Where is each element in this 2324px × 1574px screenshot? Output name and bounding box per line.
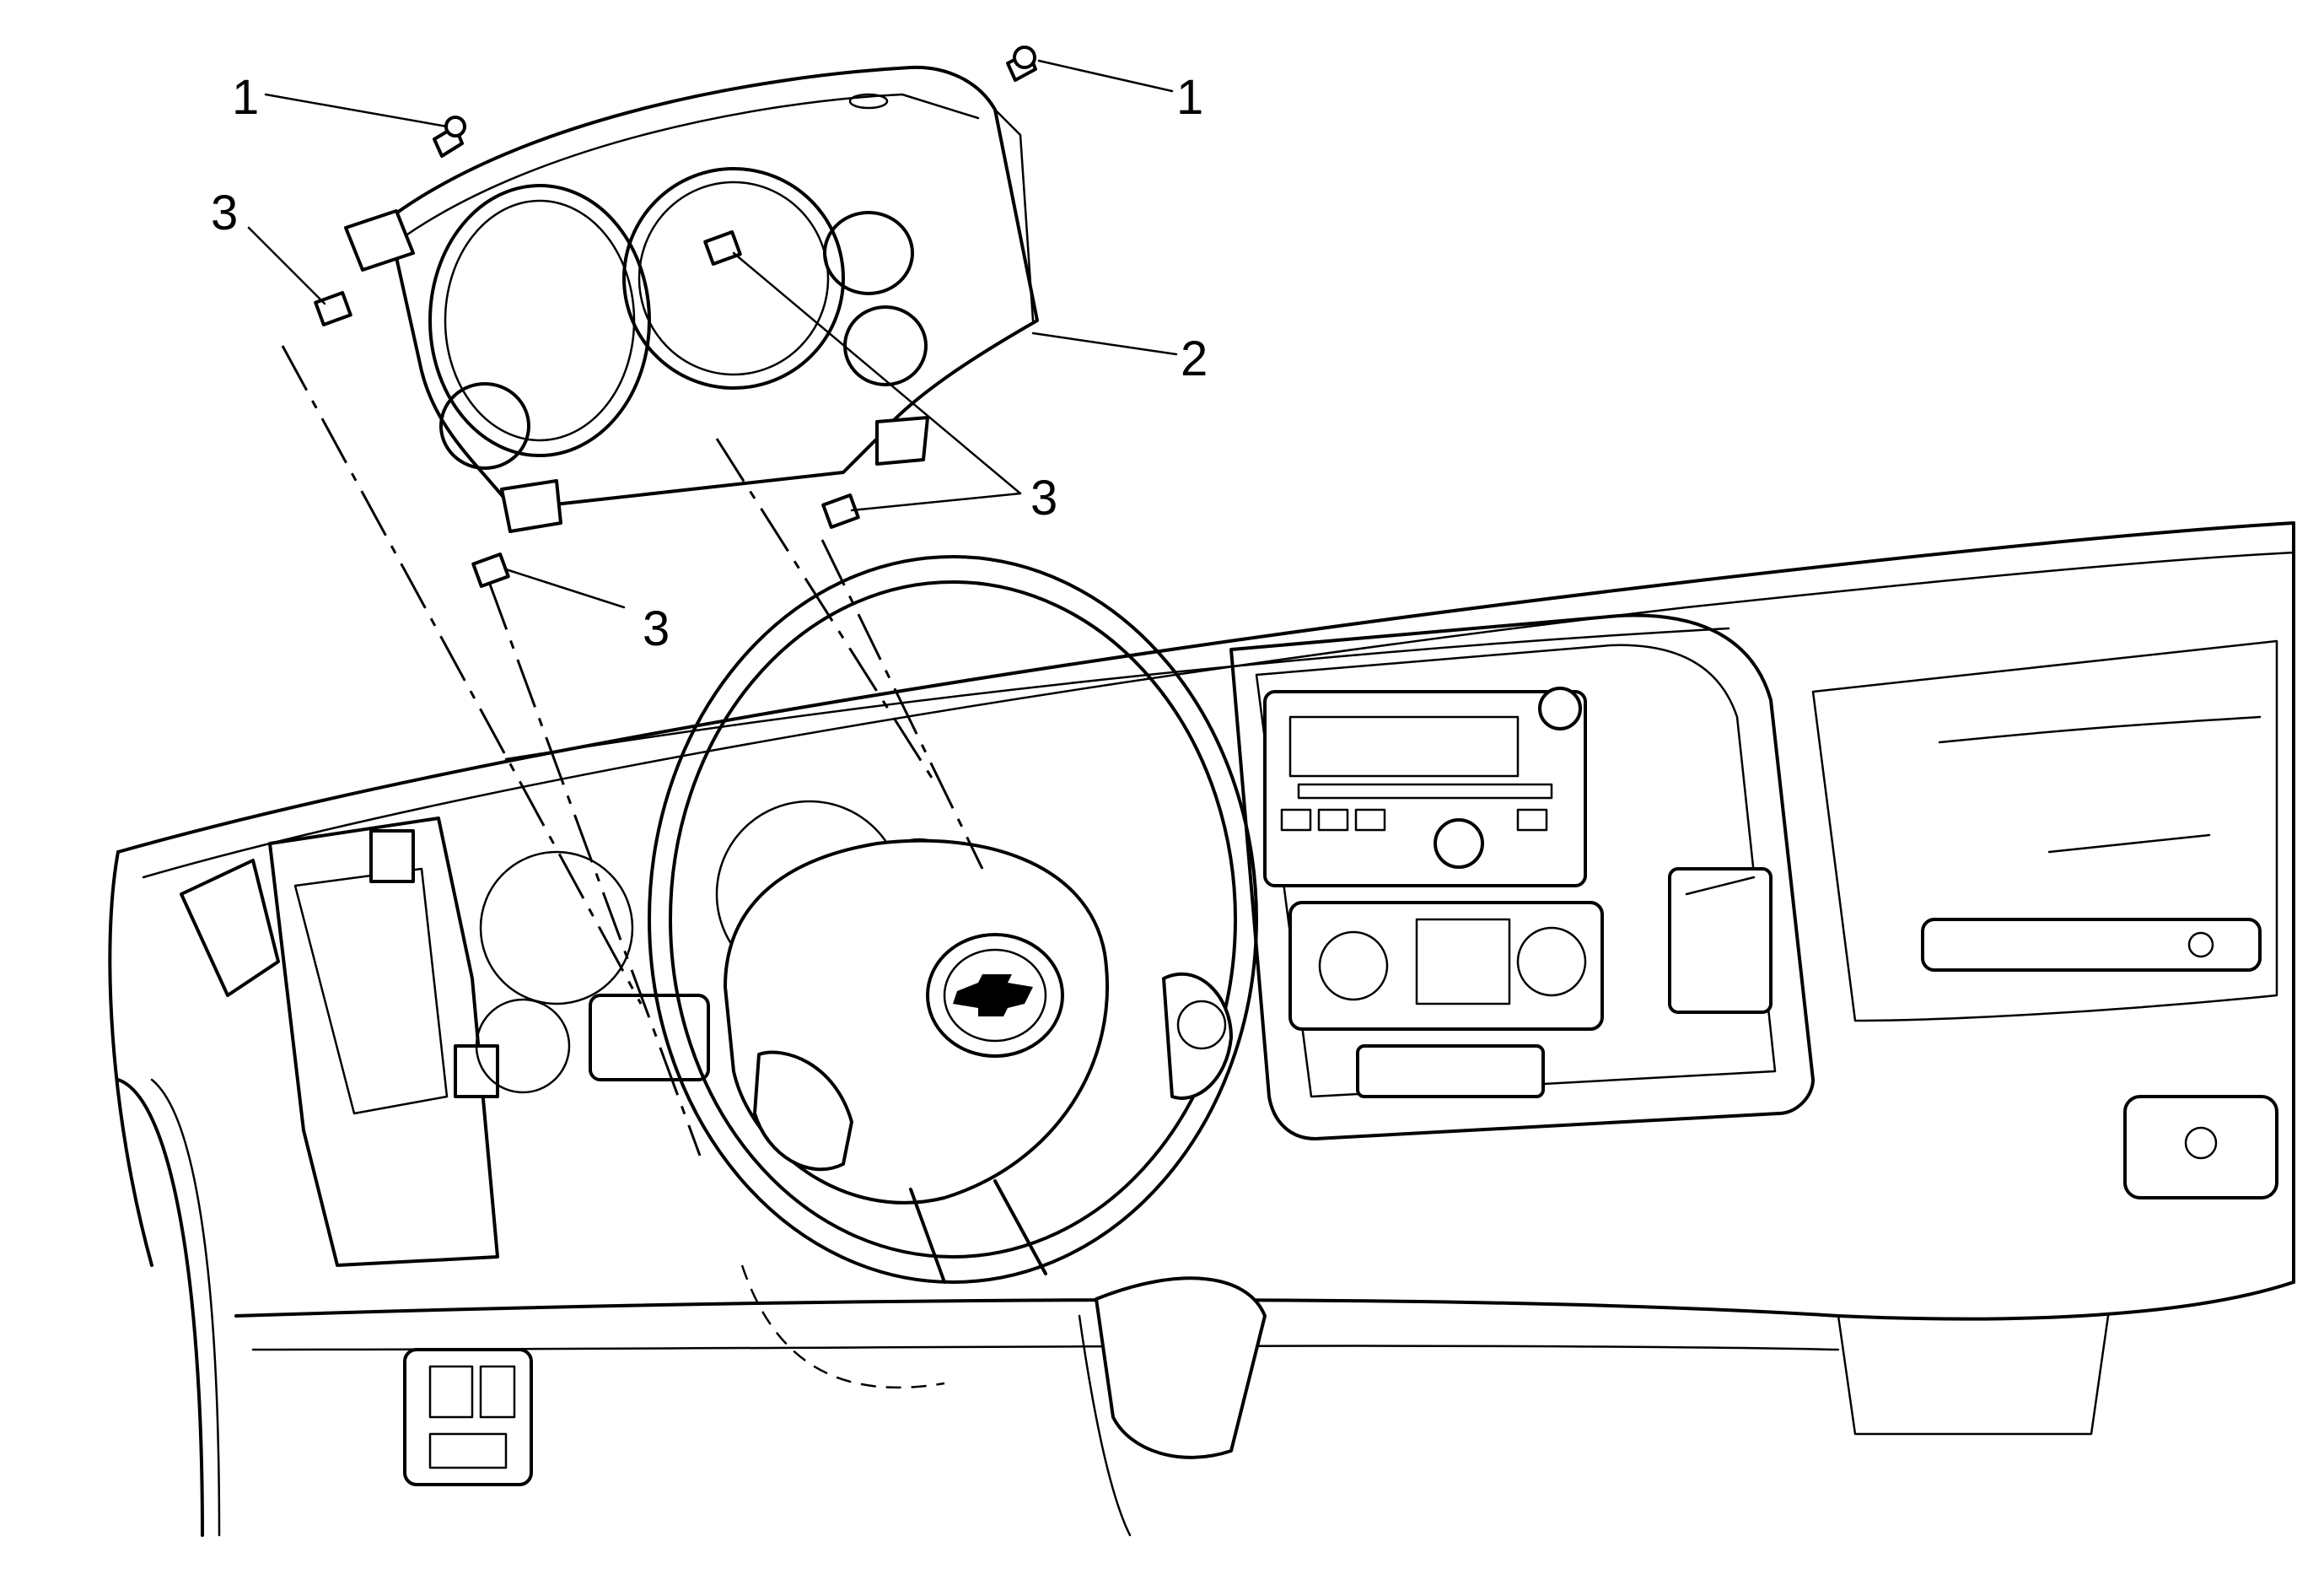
callout-1-right: 1 [1176, 70, 1203, 125]
retainer-clip-left [314, 291, 352, 326]
cluster-bezel [344, 65, 1039, 533]
callout-3-right: 3 [1030, 471, 1057, 526]
instrument-panel [108, 521, 2295, 1537]
screw-right [1006, 46, 1037, 82]
leader-lines [247, 59, 1178, 609]
retainer-clip-center [703, 230, 742, 266]
retainer-clip-lower-left [471, 553, 510, 588]
steering-wheel [648, 555, 1258, 1284]
callout-2: 2 [1181, 332, 1208, 386]
retainer-clip-lower-right [821, 493, 860, 529]
callout-3-upper-left: 3 [211, 186, 238, 240]
alignment-lines [281, 345, 984, 1156]
callout-3-lower: 3 [643, 601, 670, 656]
screw-left [433, 116, 466, 158]
callout-1-left: 1 [232, 70, 259, 125]
